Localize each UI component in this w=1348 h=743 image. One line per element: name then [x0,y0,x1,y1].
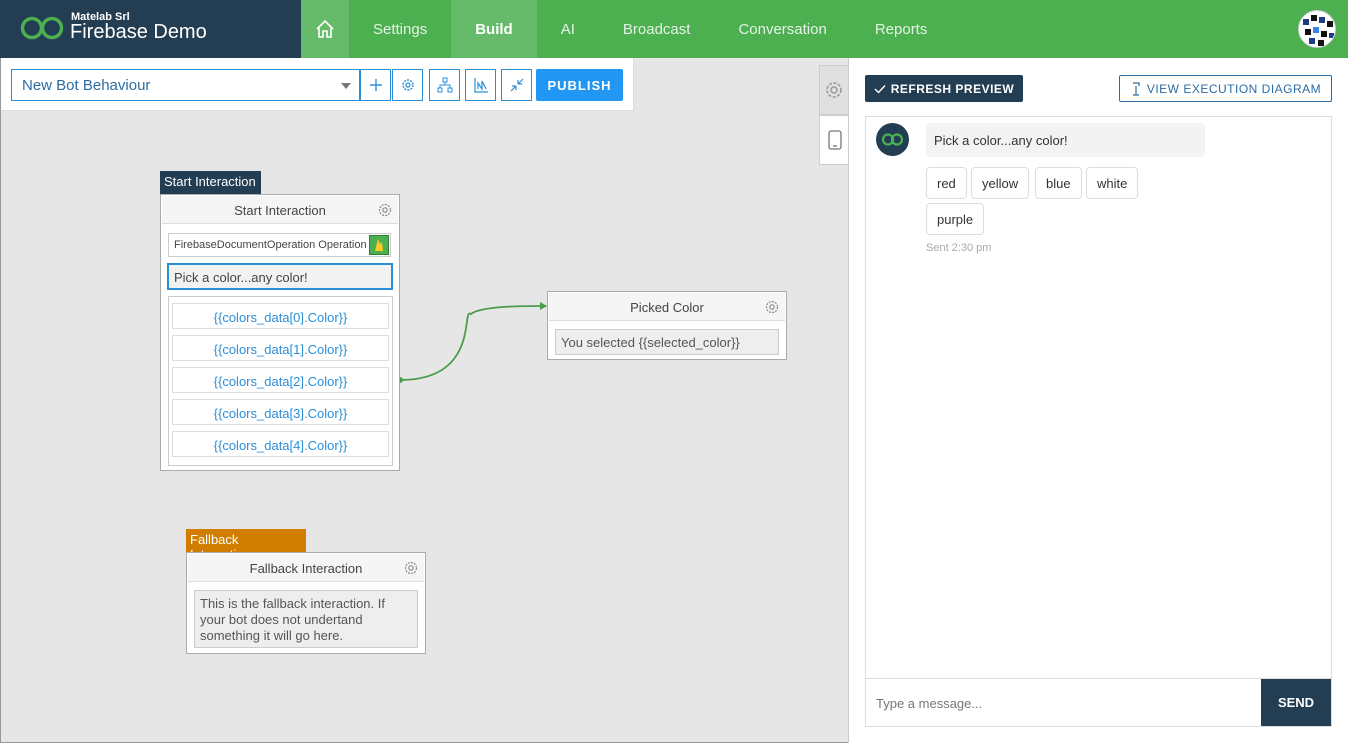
bot-message-bubble: Pick a color...any color! [926,123,1205,157]
main-nav: Settings Build AI Broadcast Conversation… [301,0,951,58]
mobile-icon [827,130,842,150]
sitemap-icon [437,77,452,93]
top-bar: Matelab Srl Firebase Demo Settings Build… [0,0,1348,58]
side-tab-settings[interactable] [819,65,849,115]
bot-message-text: Pick a color...any color! [934,133,1068,148]
fallback-interaction-tag: Fallback Interaction [186,529,306,562]
plus-icon [369,79,382,91]
firebase-icon [369,235,389,255]
node-title: Fallback Interaction [249,561,363,576]
node-header: Picked Color [549,293,785,321]
side-tab-preview[interactable] [819,115,849,165]
brand-app-name: Firebase Demo [70,21,207,43]
brand-company: Matelab Srl [71,11,130,23]
fallback-interaction-node[interactable]: Fallback Interaction This is the fallbac… [186,552,426,654]
message-input-placeholder: Type a message... [876,696,983,711]
diagram-icon [1132,81,1140,96]
picked-color-node[interactable]: Picked Color You selected {{selected_col… [547,291,787,360]
sent-timestamp: Sent 2:30 pm [926,242,992,254]
behaviour-settings-button[interactable] [392,69,423,101]
canvas-toolbar: New Bot Behaviour PUBLISH [1,58,634,111]
message-text: Pick a color...any color! [174,270,308,285]
node-header: Fallback Interaction [188,554,424,582]
nav-ai[interactable]: AI [560,20,575,38]
chat-preview: Pick a color...any color! red yellow blu… [865,116,1332,727]
preview-panel: REFRESH PREVIEW VIEW EXECUTION DIAGRAM P… [848,58,1348,743]
avatar-pattern-icon [1303,15,1334,46]
behaviour-select-value: New Bot Behaviour [22,77,151,94]
message-input[interactable]: Type a message... [866,679,1261,726]
quick-reply-option[interactable]: {{colors_data[0].Color}} [172,303,389,329]
side-tabs [819,65,849,165]
statistics-button[interactable] [465,69,496,101]
gear-icon[interactable] [403,560,419,576]
nav-reports[interactable]: Reports [874,20,928,38]
refresh-preview-button[interactable]: REFRESH PREVIEW [865,75,1023,102]
quick-reply-chip[interactable]: red [926,167,967,199]
add-behaviour-button[interactable] [360,69,391,101]
chevron-down-icon [341,83,351,89]
node-title: Picked Color [630,300,704,315]
infinity-logo-icon [881,133,904,146]
chart-icon [473,78,488,93]
send-button[interactable]: SEND [1261,679,1331,726]
operation-label: FirebaseDocumentOperation Operation [174,239,367,251]
start-interaction-tag: Start Interaction [160,171,261,194]
quick-reply-chip[interactable]: white [1086,167,1139,199]
quick-reply-chip[interactable]: yellow [971,167,1030,199]
nav-broadcast[interactable]: Broadcast [622,20,691,38]
operation-row[interactable]: FirebaseDocumentOperation Operation [168,233,391,257]
message-text-field[interactable]: Pick a color...any color! [167,263,393,290]
nav-conversation[interactable]: Conversation [738,20,827,38]
layout-tree-button[interactable] [429,69,460,101]
refresh-preview-label: REFRESH PREVIEW [890,81,1015,96]
node-title: Start Interaction [234,203,326,218]
quick-reply-option[interactable]: {{colors_data[2].Color}} [172,367,389,393]
view-execution-diagram-label: VIEW EXECUTION DIAGRAM [1146,81,1322,96]
quick-reply-option[interactable]: {{colors_data[1].Color}} [172,335,389,361]
bot-avatar [876,123,909,156]
view-execution-diagram-button[interactable]: VIEW EXECUTION DIAGRAM [1119,75,1332,102]
user-avatar[interactable] [1298,10,1336,48]
home-icon [316,19,334,38]
publish-button[interactable]: PUBLISH [536,69,623,101]
nav-home[interactable] [301,0,349,58]
node-message: This is the fallback interaction. If you… [194,590,418,648]
gear-icon [826,82,842,98]
node-message: You selected {{selected_color}} [555,329,779,355]
nav-build[interactable]: Build [451,0,537,58]
message-composer: Type a message... SEND [866,678,1331,726]
gear-icon [401,79,414,91]
behaviour-select[interactable]: New Bot Behaviour [11,69,360,101]
nav-settings[interactable]: Settings [373,20,428,38]
check-icon [874,84,886,94]
infinity-logo-icon [20,16,64,40]
collapse-button[interactable] [501,69,532,101]
quick-reply-option[interactable]: {{colors_data[3].Color}} [172,399,389,425]
flow-canvas[interactable]: New Bot Behaviour PUBLISH [0,58,849,743]
gear-icon[interactable] [764,299,780,315]
node-header: Start Interaction [162,196,398,224]
brand[interactable]: Matelab Srl Firebase Demo [0,0,301,58]
gear-icon[interactable] [377,202,393,218]
quick-reply-chip[interactable]: blue [1035,167,1082,199]
start-interaction-node[interactable]: Start Interaction FirebaseDocumentOperat… [160,194,400,471]
compress-icon [510,78,523,92]
quick-reply-chip[interactable]: purple [926,203,985,235]
quick-reply-list: {{colors_data[0].Color}} {{colors_data[1… [168,296,393,466]
quick-reply-option[interactable]: {{colors_data[4].Color}} [172,431,389,457]
